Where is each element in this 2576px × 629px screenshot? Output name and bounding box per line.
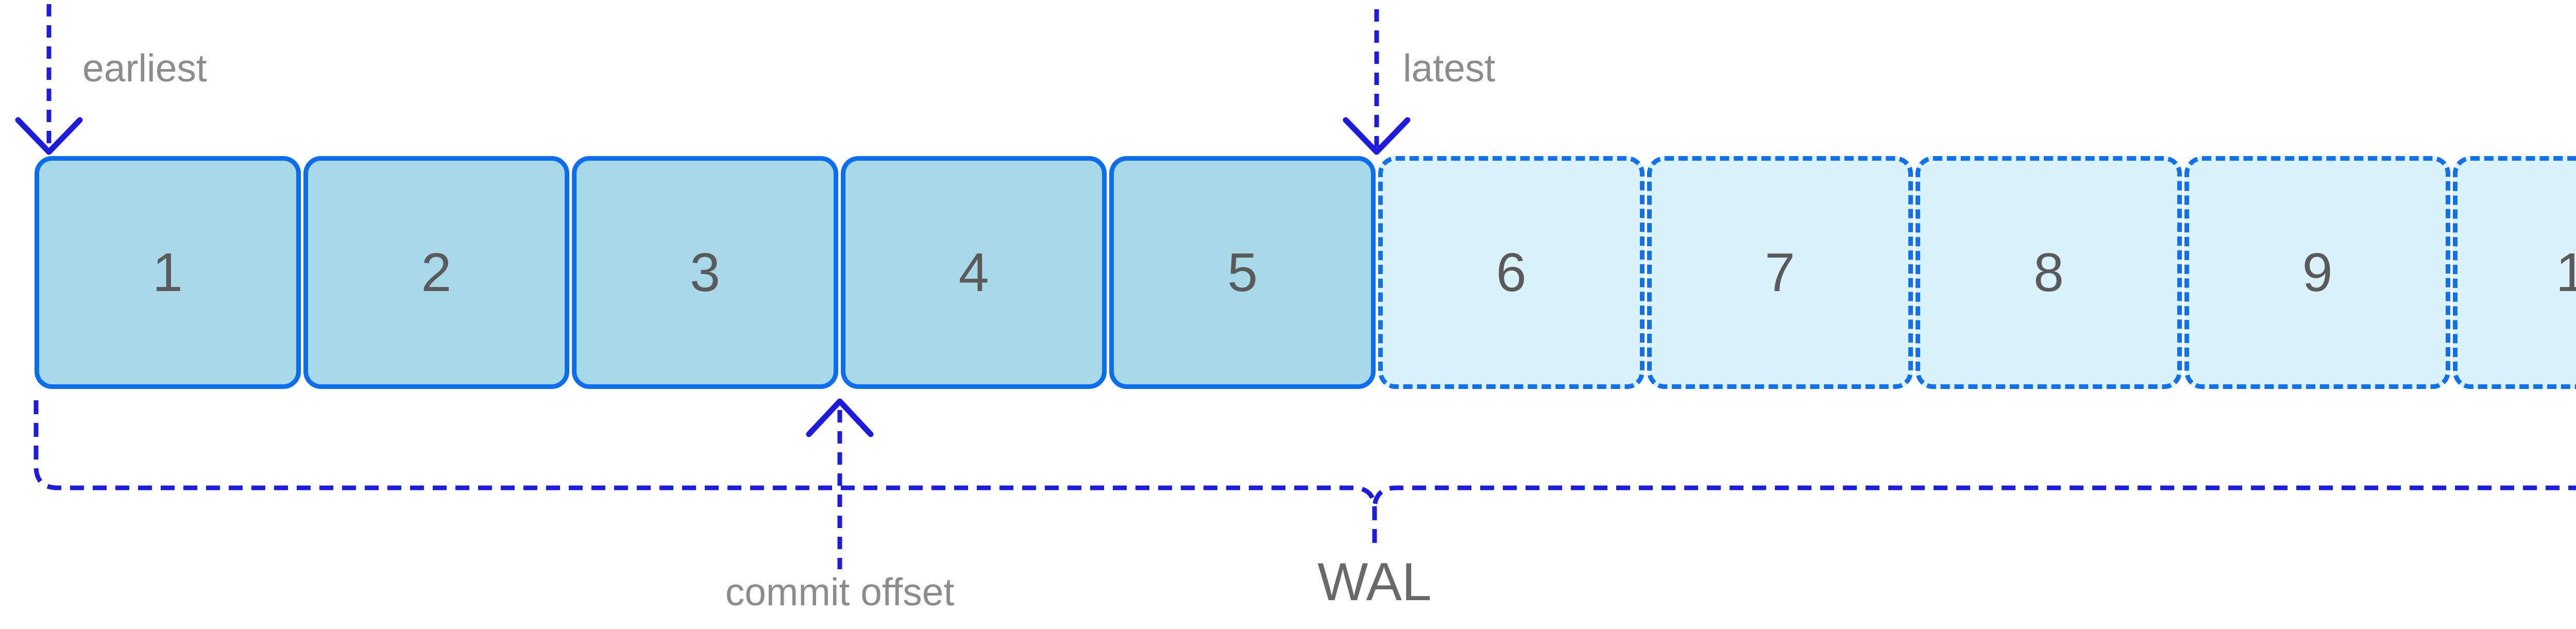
wal-segment-6: 6: [1378, 156, 1645, 389]
segment-number: 2: [421, 242, 452, 303]
earliest-label: earliest: [82, 46, 207, 90]
wal-segment-1: 1: [35, 156, 301, 389]
earliest-arrow-icon: [15, 117, 83, 155]
latest-label: latest: [1403, 46, 1496, 90]
segment-number: 5: [1227, 242, 1258, 303]
wal-brace-left: [33, 400, 1377, 550]
wal-segment-3: 3: [572, 156, 838, 389]
wal-segment-5: 5: [1109, 156, 1376, 389]
segment-number: 10: [2555, 242, 2576, 303]
segment-number: 9: [2302, 242, 2333, 303]
segment-number: 3: [690, 242, 720, 303]
wal-brace-right: [1372, 485, 2576, 510]
segment-number: 7: [1765, 242, 1795, 303]
wal-segment-9: 9: [2184, 156, 2451, 389]
wal-segments-row: 1 2 3 4 5 6 7 8 9 10: [35, 156, 2576, 389]
wal-segment-7: 7: [1647, 156, 1913, 389]
segment-number: 6: [1496, 242, 1527, 303]
segment-number: 8: [2033, 242, 2064, 303]
commit-offset-label: commit offset: [725, 570, 955, 614]
segment-number: 1: [152, 242, 183, 303]
wal-segment-4: 4: [840, 156, 1107, 389]
latest-arrow-icon: [1343, 117, 1411, 155]
wal-segment-10: 10: [2453, 156, 2576, 389]
wal-segment-8: 8: [1916, 156, 2182, 389]
commit-offset-arrow-icon: [806, 398, 874, 437]
wal-segment-2: 2: [303, 156, 570, 389]
segment-number: 4: [958, 242, 989, 303]
wal-label: WAL: [1317, 552, 1432, 612]
